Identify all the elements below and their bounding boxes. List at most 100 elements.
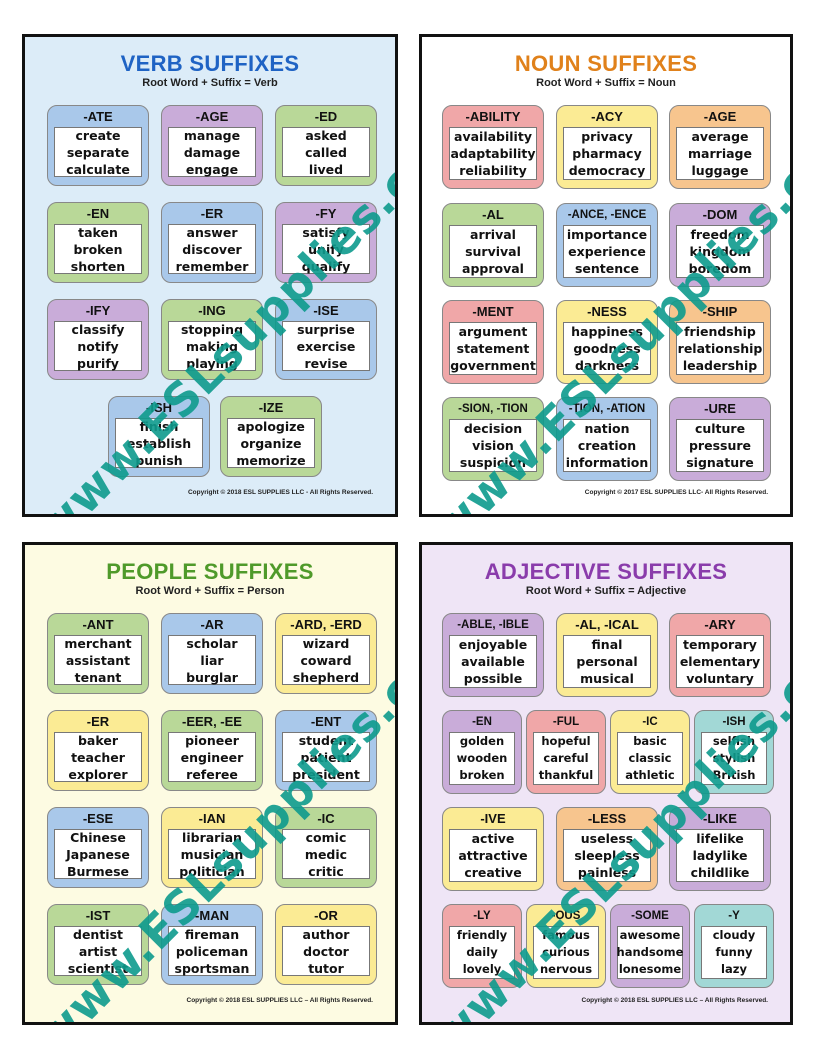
poster-title: VERB SUFFIXES — [120, 51, 300, 76]
example-word: creative — [464, 865, 522, 880]
suffix-label: -MENT — [472, 304, 514, 319]
example-word: burglar — [186, 669, 238, 685]
suffix-label: -IAN — [198, 811, 226, 826]
example-word: adaptability — [450, 146, 536, 161]
example-word: shepherd — [292, 669, 360, 685]
example-word: critic — [308, 863, 344, 879]
example-word: referee — [186, 766, 238, 782]
example-word: basic — [633, 734, 667, 748]
example-word: musician — [180, 846, 244, 862]
suffix-label: -IC — [642, 716, 658, 728]
example-word: create — [75, 127, 121, 143]
example-word: fireman — [184, 926, 240, 942]
example-word: coward — [300, 652, 352, 668]
example-word: curious — [542, 945, 590, 959]
example-word: playing — [186, 355, 238, 371]
suffix-label: -ABILITY — [465, 109, 521, 124]
example-word: active — [471, 831, 515, 846]
example-word: sportsman — [174, 960, 250, 976]
example-word: classify — [71, 321, 125, 337]
example-word: liar — [200, 652, 224, 668]
suffix-label: -ACY — [591, 109, 623, 124]
example-word: dentist — [73, 926, 123, 942]
suffix-label: -SION, -TION — [458, 403, 528, 415]
example-word: darkness — [574, 358, 640, 373]
suffix-label: -EN — [472, 716, 492, 728]
example-word: discover — [182, 241, 242, 257]
example-word: hopeful — [541, 734, 591, 748]
example-word: marriage — [688, 146, 752, 161]
poster-copyright: Copyright © 2017 ESL SUPPLIES LLC- All R… — [584, 489, 768, 496]
suffix-label: -ARD, -ERD — [290, 617, 362, 632]
example-word: establish — [126, 435, 192, 451]
example-word: explorer — [68, 766, 128, 782]
example-word: statement — [456, 341, 530, 356]
example-word: called — [305, 144, 347, 160]
example-word: stopping — [180, 321, 244, 337]
example-word: doctor — [303, 943, 349, 959]
example-word: librarian — [182, 829, 242, 845]
example-word: kingdom — [689, 244, 751, 259]
suffix-label: -IST — [85, 908, 111, 923]
example-word: patient — [300, 749, 352, 765]
suffix-label: -OR — [314, 908, 338, 923]
adjective-suffixes-poster: ADJECTIVE SUFFIXES Root Word + Suffix = … — [419, 542, 793, 1025]
example-word: wooden — [456, 751, 508, 765]
example-word: available — [461, 654, 525, 669]
example-word: cloudy — [712, 928, 756, 942]
example-word: lonesome — [618, 962, 682, 976]
example-word: satisfy — [302, 224, 350, 240]
example-word: selfish — [712, 734, 756, 748]
example-word: survival — [465, 244, 521, 259]
example-word: British — [712, 768, 756, 782]
example-word: thankful — [538, 768, 594, 782]
poster-copyright: Copyright © 2018 ESL SUPPLIES LLC - All … — [187, 489, 373, 496]
suffix-label: -URE — [704, 401, 736, 416]
suffix-label: -ANT — [82, 617, 114, 632]
suffix-label: -LIKE — [703, 811, 737, 826]
example-word: surprise — [297, 321, 355, 337]
example-word: purify — [77, 355, 119, 371]
example-word: scholar — [186, 635, 238, 651]
poster-title: PEOPLE SUFFIXES — [106, 559, 314, 584]
example-word: privacy — [581, 129, 633, 144]
example-word: voluntary — [686, 671, 754, 686]
suffix-label: -ESE — [82, 811, 114, 826]
example-word: enjoyable — [458, 637, 528, 652]
example-word: funny — [715, 945, 753, 959]
example-word: teacher — [71, 749, 125, 765]
suffix-label: -AL — [482, 207, 504, 222]
poster-subtitle: Root Word + Suffix = Verb — [142, 77, 278, 89]
suffix-label: -ENT — [310, 714, 342, 729]
suffix-label: -ING — [198, 303, 226, 318]
example-word: comic — [305, 829, 347, 845]
example-word: golden — [459, 734, 505, 748]
